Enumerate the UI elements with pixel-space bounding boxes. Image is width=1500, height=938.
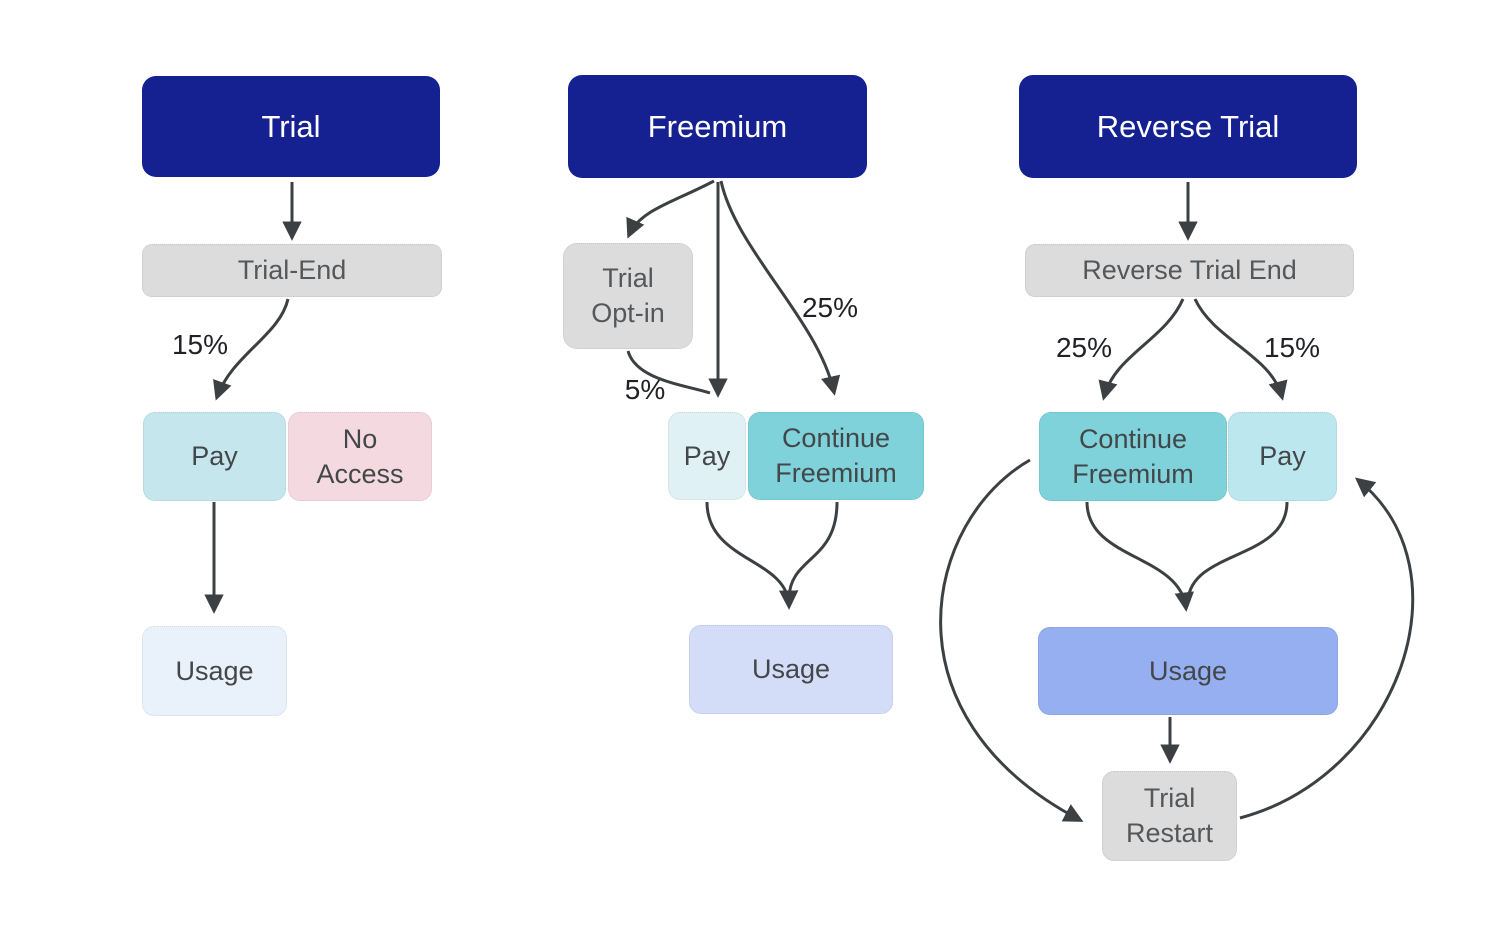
node-trial-pay: Pay bbox=[143, 412, 286, 501]
node-freemium-continue-freemium: Continue Freemium bbox=[748, 412, 924, 500]
node-reverse-continue-freemium: Continue Freemium bbox=[1039, 412, 1227, 501]
node-reverse-usage: Usage bbox=[1038, 627, 1338, 715]
node-reverse-pay: Pay bbox=[1228, 412, 1337, 501]
edge-freemium-to-trial-opt-in bbox=[626, 179, 715, 239]
edge-label-reverse-pay-15pct: 15% bbox=[1263, 332, 1321, 363]
node-freemium-pay: Pay bbox=[668, 412, 746, 500]
node-trial-no-access: No Access bbox=[288, 412, 432, 501]
node-reverse-trial-header: Reverse Trial bbox=[1019, 75, 1357, 178]
node-trial-restart: Trial Restart bbox=[1102, 771, 1237, 861]
edge-label-trial-pay-15pct: 15% bbox=[171, 329, 229, 360]
edge-reverse-continue-to-usage bbox=[1085, 501, 1194, 612]
node-freemium-usage: Usage bbox=[689, 625, 893, 714]
node-freemium-trial-opt-in: Trial Opt-in bbox=[563, 243, 693, 349]
edge-freemium-pay-to-usage bbox=[705, 501, 799, 610]
edge-freemium-continue-to-usage bbox=[787, 501, 839, 599]
edge-label-reverse-continue-25pct: 25% bbox=[1055, 332, 1113, 363]
edge-label-freemium-continue-25pct: 25% bbox=[801, 292, 859, 323]
edge-freemium-to-continue-freemium bbox=[719, 180, 841, 396]
node-freemium-header: Freemium bbox=[568, 75, 867, 178]
edge-label-optin-pay-5pct: 5% bbox=[624, 374, 666, 405]
node-trial-usage: Usage bbox=[142, 626, 287, 716]
edge-reverse-pay-to-usage bbox=[1186, 501, 1289, 601]
node-reverse-trial-end: Reverse Trial End bbox=[1025, 244, 1354, 297]
node-trial-end: Trial-End bbox=[142, 244, 442, 297]
node-trial-header: Trial bbox=[142, 76, 440, 177]
